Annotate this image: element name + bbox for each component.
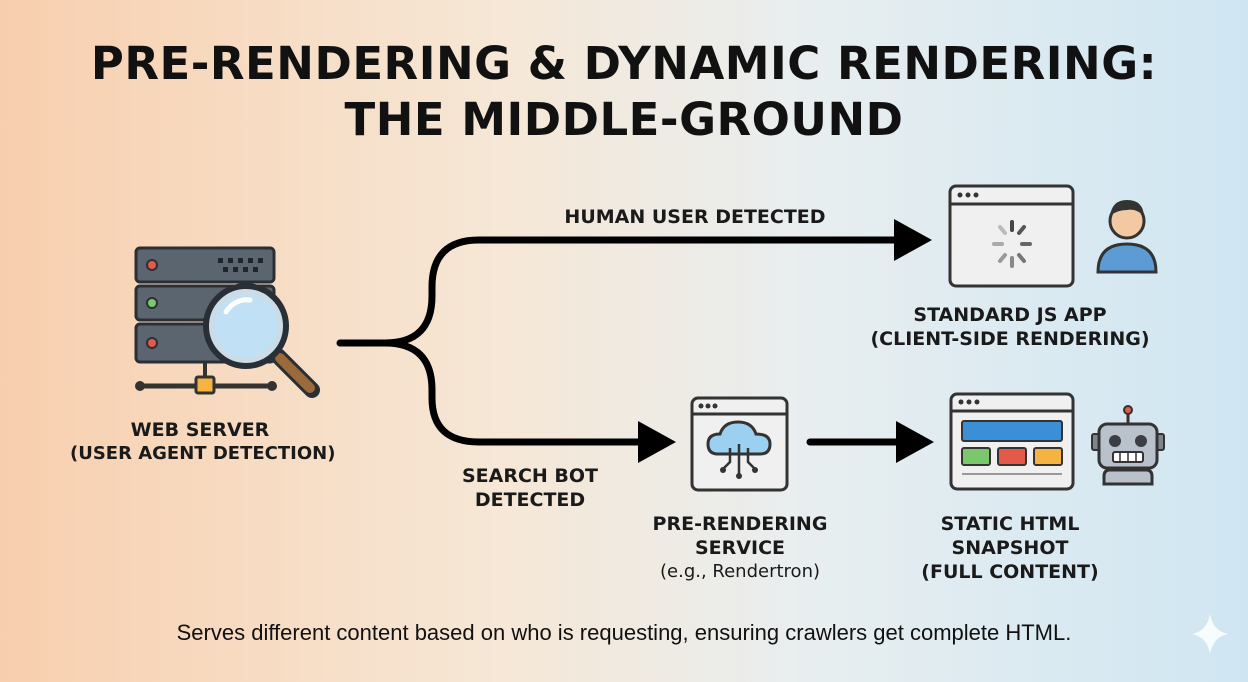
user-icon xyxy=(1096,200,1158,274)
title-line-1: PRE-RENDERING & DYNAMIC RENDERING: xyxy=(90,37,1158,90)
magnifier-icon xyxy=(203,283,320,398)
robot-icon xyxy=(1091,405,1165,486)
page-title: PRE-RENDERING & DYNAMIC RENDERING: THE M… xyxy=(0,36,1248,148)
human-app-label: STANDARD JS APP (CLIENT-SIDE RENDERING) xyxy=(870,304,1150,350)
prerender-label: PRE-RENDERING SERVICE (e.g., Rendertron) xyxy=(652,513,828,582)
loading-browser-icon xyxy=(948,184,1075,288)
webpage-layout-icon xyxy=(949,392,1075,491)
title-line-2: THE MIDDLE-GROUND xyxy=(344,93,904,146)
server-label: WEB SERVER (USER AGENT DETECTION) xyxy=(70,419,336,464)
arrow-heads xyxy=(638,219,934,463)
edge-label-human: HUMAN USER DETECTED xyxy=(564,206,826,228)
flow-arrows xyxy=(336,236,906,446)
cloud-browser-icon xyxy=(690,396,789,492)
edge-label-bot: SEARCH BOT DETECTED xyxy=(461,465,599,511)
sparkle-icon xyxy=(1192,614,1228,654)
snapshot-label: STATIC HTML SNAPSHOT (FULL CONTENT) xyxy=(921,513,1099,583)
footer-caption: Serves different content based on who is… xyxy=(176,620,1072,645)
